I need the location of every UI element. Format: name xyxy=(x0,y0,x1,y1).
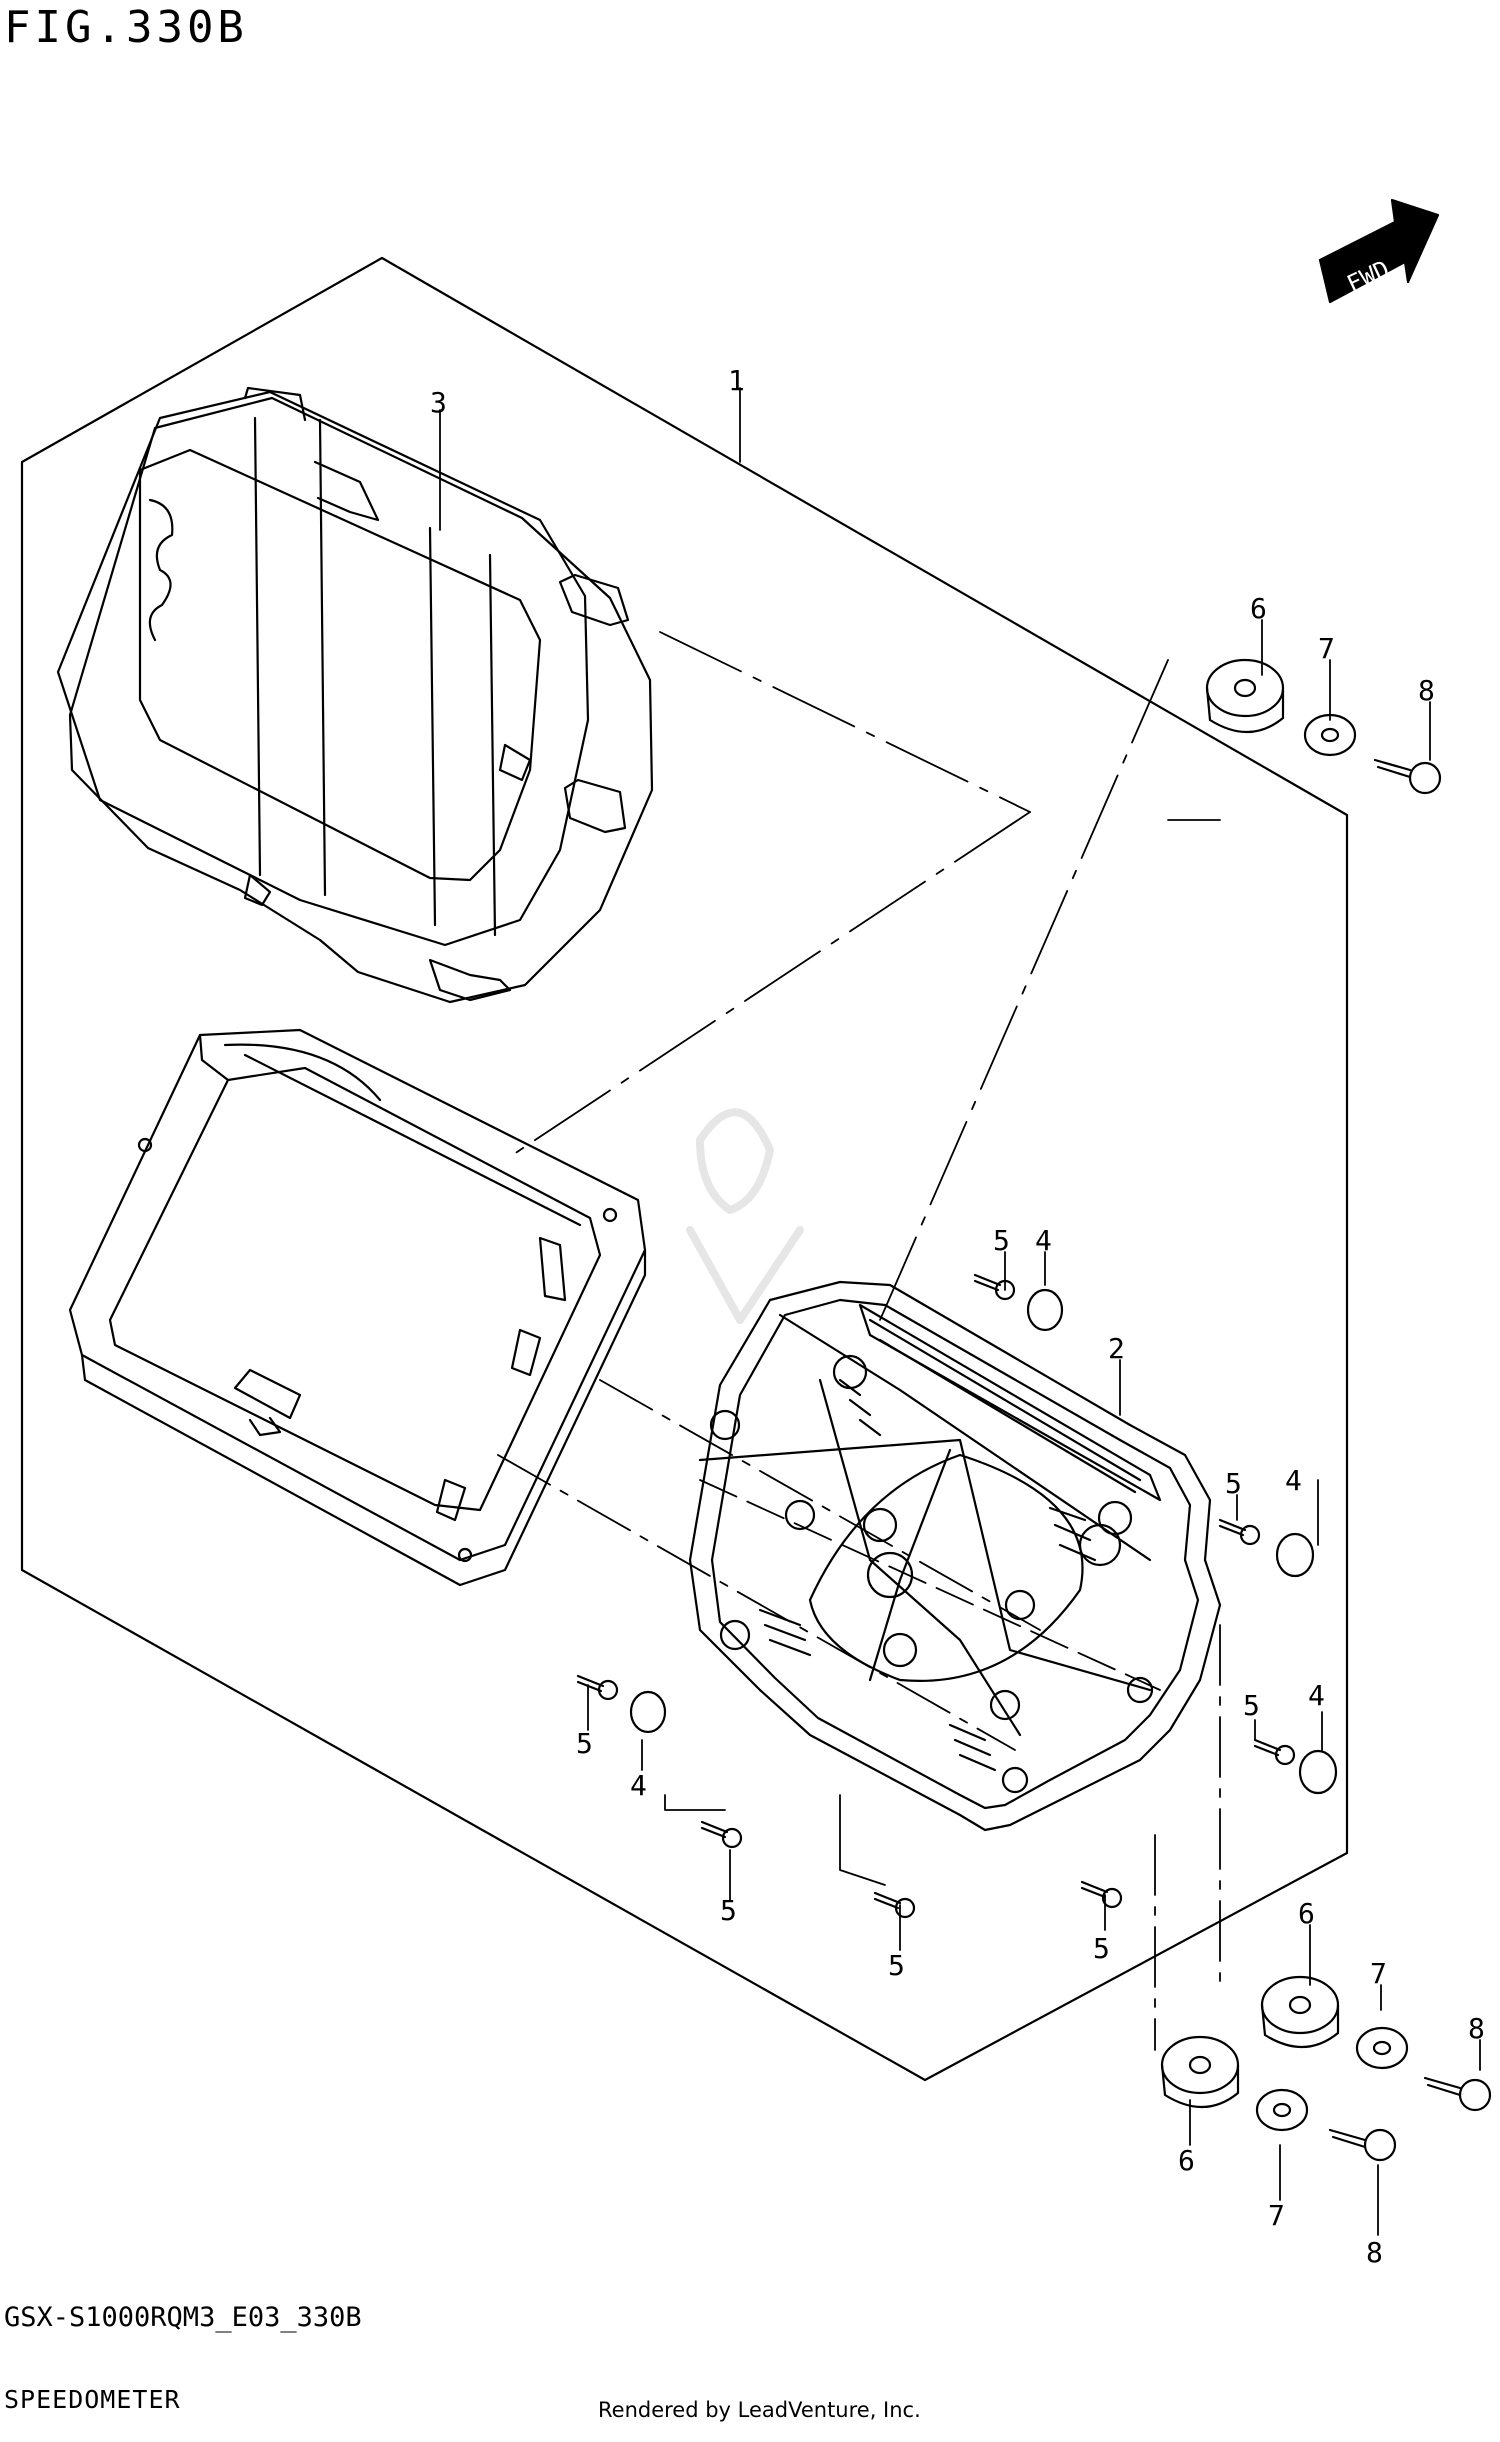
callout-5: 5 xyxy=(993,1224,1010,1257)
callout-3: 3 xyxy=(430,386,447,419)
callout-7: 7 xyxy=(1268,2199,1285,2232)
callout-2: 2 xyxy=(1108,1332,1125,1365)
callout-5: 5 xyxy=(1225,1467,1242,1500)
callout-6: 6 xyxy=(1250,592,1267,625)
callout-8: 8 xyxy=(1366,2236,1383,2269)
callout-7: 7 xyxy=(1370,1957,1387,1990)
mount-top xyxy=(1205,658,1442,795)
alignment-lines xyxy=(497,631,1221,2051)
display-unit xyxy=(68,1028,647,1587)
section-name: SPEEDOMETER xyxy=(4,2385,181,2414)
callout-5: 5 xyxy=(1243,1689,1260,1722)
callout-8: 8 xyxy=(1468,2012,1485,2045)
callout-1: 1 xyxy=(728,364,745,397)
meter-cover-part-3 xyxy=(56,386,654,1004)
callout-4: 4 xyxy=(1308,1679,1325,1712)
callout-5: 5 xyxy=(1093,1932,1110,1965)
callout-8: 8 xyxy=(1418,674,1435,707)
model-code: GSX-S1000RQM3_E03_330B xyxy=(4,2302,362,2333)
render-credit: Rendered by LeadVenture, Inc. xyxy=(598,2398,921,2422)
cap-part-4 xyxy=(629,1288,1338,1795)
callout-4: 4 xyxy=(1035,1224,1052,1257)
mount-bottom-left xyxy=(1160,2035,1397,2162)
assembly-outline xyxy=(20,256,1349,2082)
callout-5: 5 xyxy=(720,1894,737,1927)
callout-6: 6 xyxy=(1298,1897,1315,1930)
figure-title: FIG.330B xyxy=(4,2,248,53)
mount-bottom-right xyxy=(1260,1975,1492,2112)
callout-5: 5 xyxy=(576,1727,593,1760)
meter-case-part-2 xyxy=(688,1280,1222,1832)
callout-5: 5 xyxy=(888,1949,905,1982)
forward-direction-arrow: FWD xyxy=(1318,198,1440,304)
callout-6: 6 xyxy=(1178,2144,1195,2177)
watermark-logo xyxy=(686,1108,804,1324)
callout-4: 4 xyxy=(630,1769,647,1802)
callout-4: 4 xyxy=(1285,1464,1302,1497)
leader-lines xyxy=(439,387,1481,2236)
callout-numbers: 1 2 3 4 4 4 4 5 5 5 5 5 5 5 6 6 6 7 7 7 … xyxy=(430,364,1485,2269)
callout-7: 7 xyxy=(1318,632,1335,665)
screw-part-5 xyxy=(576,1273,1296,1919)
